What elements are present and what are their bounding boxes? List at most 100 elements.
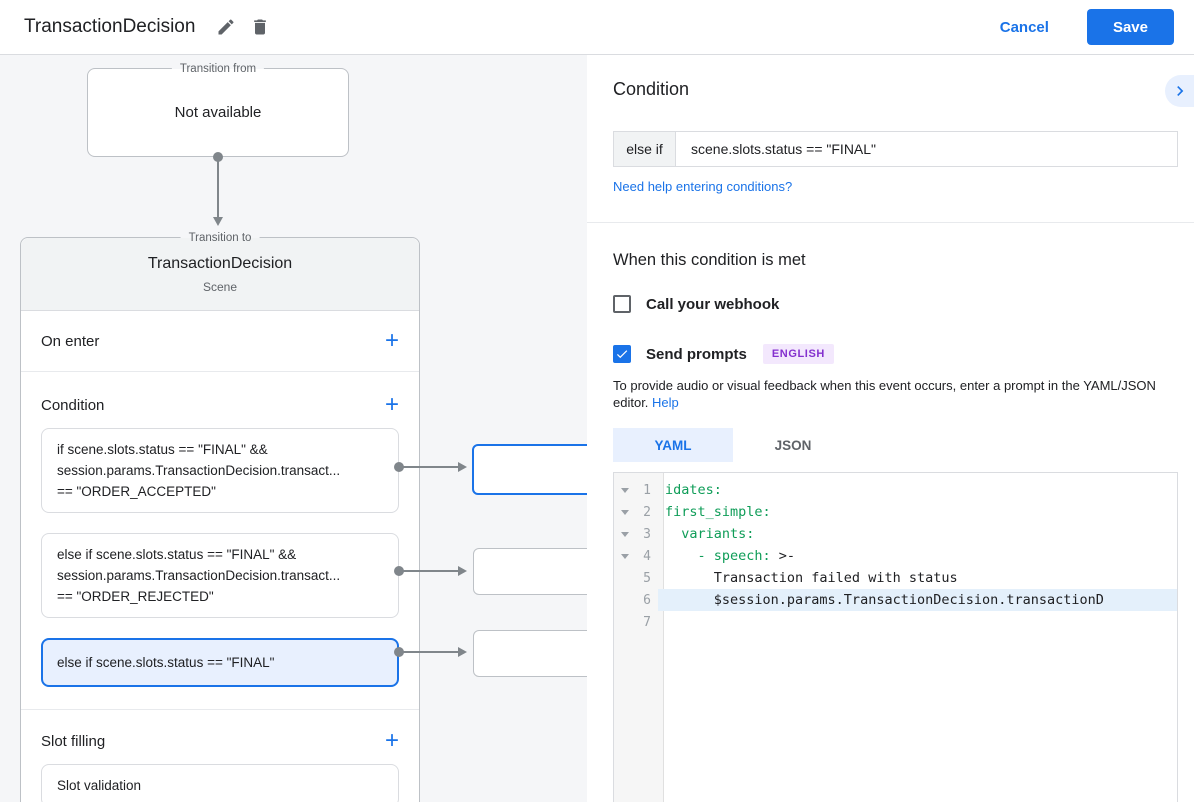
panel-title: Condition [613, 79, 690, 99]
editor-line: 7 [614, 611, 1177, 633]
condition-expression-input[interactable] [676, 132, 1177, 166]
editor-line: 2 first_simple: [614, 501, 1177, 523]
condition-card[interactable]: else if scene.slots.status == "FINAL" &&… [41, 533, 399, 618]
scene-subtitle: Scene [202, 280, 238, 294]
transition-target-box[interactable] [473, 630, 587, 677]
on-enter-section: On enter + [21, 311, 419, 372]
code-token: first_simple: [665, 504, 771, 520]
connector-line [402, 466, 458, 468]
transition-target-box[interactable] [473, 548, 587, 595]
line-number: 7 [643, 614, 651, 630]
editor-gutter [614, 473, 664, 802]
transition-from-legend: Transition from [171, 61, 265, 77]
condition-card-line: session.params.TransactionDecision.trans… [57, 463, 341, 478]
divider [587, 222, 1194, 223]
check-icon [616, 350, 628, 359]
arrow-right-icon [458, 565, 467, 576]
send-prompts-checkbox[interactable] [613, 345, 631, 363]
editor-line: 3 variants: [614, 523, 1177, 545]
collapse-panel-button[interactable] [1165, 75, 1194, 107]
transition-from-box: Transition from Not available [87, 61, 349, 157]
code-token: Transaction failed with status [665, 570, 958, 586]
fold-arrow-icon[interactable] [621, 487, 629, 493]
fold-arrow-icon[interactable] [621, 531, 629, 537]
pencil-icon [218, 19, 234, 35]
condition-card-line: if scene.slots.status == "FINAL" && [57, 442, 268, 457]
transition-from-content: Not available [174, 104, 262, 121]
on-enter-label: On enter [41, 332, 100, 350]
add-condition-button[interactable]: + [384, 391, 399, 418]
save-button[interactable]: Save [1086, 9, 1174, 45]
condition-card-line: else if scene.slots.status == "FINAL" [57, 655, 275, 670]
connector-dot [394, 647, 404, 657]
slot-filling-label: Slot filling [41, 732, 106, 750]
editor-line: 5 Transaction failed with status [614, 567, 1177, 589]
arrow-right-icon [458, 461, 467, 472]
condition-section: Condition + if scene.slots.status == "FI… [21, 372, 419, 710]
connector-dot [394, 462, 404, 472]
condition-card-line: == "ORDER_REJECTED" [57, 589, 214, 604]
conditions-help-link[interactable]: Need help entering conditions? [613, 179, 793, 194]
delete-scene-button[interactable] [243, 10, 277, 44]
condition-card-line: else if scene.slots.status == "FINAL" && [57, 547, 297, 562]
fold-arrow-icon[interactable] [621, 509, 629, 515]
slot-validation-card[interactable]: Slot validation [41, 764, 399, 802]
line-number: 4 [643, 548, 651, 564]
arrow-right-icon [458, 646, 467, 657]
editor-line-highlighted: 6 $session.params.TransactionDecision.tr… [614, 589, 1177, 611]
code-token: $session.params.TransactionDecision.tran… [665, 592, 1104, 608]
send-prompts-row: Send prompts ENGLISH [613, 344, 834, 364]
code-token: - speech: [665, 548, 771, 564]
yaml-code-editor[interactable]: 1 idates: 2 first_simple: 3 variants: 4 [613, 472, 1178, 802]
fold-arrow-icon[interactable] [621, 553, 629, 559]
scene-header: TransactionDecision Scene [21, 238, 419, 311]
transition-to-legend: Transition to [180, 230, 260, 246]
connector-dot [394, 566, 404, 576]
arrow-down-icon [212, 217, 223, 226]
tab-json[interactable]: JSON [774, 437, 812, 453]
line-number: 1 [643, 482, 651, 498]
when-condition-met-heading: When this condition is met [613, 251, 806, 269]
code-token: idates: [665, 482, 722, 498]
send-prompts-label: Send prompts [646, 345, 747, 363]
prompt-description-text: To provide audio or visual feedback when… [613, 378, 1156, 410]
webhook-row: Call your webhook [613, 295, 779, 313]
edit-scene-button[interactable] [209, 10, 243, 44]
connector-line [217, 157, 219, 217]
connector-line [402, 651, 458, 653]
editor-tabs: YAML JSON [613, 428, 853, 462]
editor-line: 1 idates: [614, 479, 1177, 501]
condition-card-selected[interactable]: else if scene.slots.status == "FINAL" [41, 638, 399, 687]
code-token: >- [770, 548, 796, 564]
condition-prefix: else if [614, 132, 676, 166]
line-number: 5 [643, 570, 651, 586]
condition-expression-field: else if [613, 131, 1178, 167]
condition-card[interactable]: if scene.slots.status == "FINAL" && sess… [41, 428, 399, 513]
call-webhook-label: Call your webhook [646, 295, 780, 313]
language-badge: ENGLISH [762, 344, 834, 364]
scene-title: TransactionDecision [147, 255, 293, 272]
line-number: 6 [643, 592, 651, 608]
trash-icon [254, 19, 267, 35]
chevron-right-icon [1177, 86, 1184, 96]
line-number: 3 [643, 526, 651, 542]
prompt-help-link[interactable]: Help [652, 395, 679, 410]
page-title: TransactionDecision [24, 16, 196, 37]
cancel-button[interactable]: Cancel [999, 18, 1049, 36]
code-token: variants: [665, 526, 755, 542]
condition-label: Condition [41, 396, 105, 414]
add-on-enter-button[interactable]: + [384, 327, 399, 354]
prompt-description: To provide audio or visual feedback when… [613, 377, 1165, 411]
transition-to-box: Transition to TransactionDecision Scene … [20, 230, 420, 802]
connector-line [402, 570, 458, 572]
line-number: 2 [643, 504, 651, 520]
condition-card-line: == "ORDER_ACCEPTED" [57, 484, 216, 499]
transition-target-box-selected[interactable] [472, 444, 587, 495]
tab-yaml[interactable]: YAML [613, 428, 733, 462]
condition-card-line: session.params.TransactionDecision.trans… [57, 568, 341, 583]
add-slot-button[interactable]: + [384, 727, 399, 754]
top-bar: TransactionDecision Cancel Save [0, 0, 1194, 55]
call-webhook-checkbox[interactable] [613, 295, 631, 313]
slot-filling-section: Slot filling + Slot validation [21, 710, 419, 802]
